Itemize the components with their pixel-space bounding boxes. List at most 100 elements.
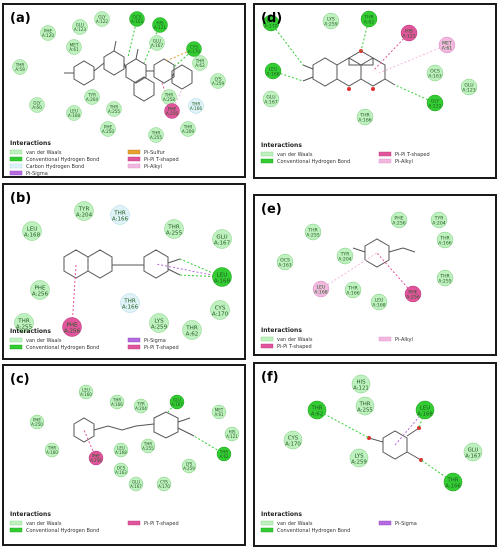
residue-disc xyxy=(262,14,280,32)
residue-disc xyxy=(133,398,149,414)
residue-disc xyxy=(360,10,378,28)
residue-name: TYR xyxy=(434,216,445,222)
residue-disc xyxy=(460,78,478,96)
residue-disc xyxy=(355,396,375,416)
residue-disc xyxy=(62,317,82,337)
residue-disc xyxy=(210,73,226,89)
residue-number: A:62 xyxy=(364,20,375,26)
residue-number: A:170 xyxy=(158,484,170,489)
residue-number: A:170 xyxy=(212,312,229,318)
residue-number: A:250 xyxy=(102,129,115,134)
legend-swatch xyxy=(127,344,141,350)
residue-name: THR xyxy=(359,113,370,119)
legend-label: Pi-Sigma xyxy=(395,521,417,527)
residue-number: A:168 xyxy=(115,450,127,455)
legend-title: Interactions xyxy=(261,511,302,518)
residue-number: A:250 xyxy=(31,422,43,427)
legend-label: Pi-Sulfur xyxy=(144,150,166,156)
residue-name: LEU xyxy=(269,67,278,73)
panel-e-label: (e) xyxy=(261,202,282,217)
legend-label: Carbon Hydrogen Bond xyxy=(26,164,84,170)
residue-name: THR xyxy=(191,102,201,107)
legend-swatch xyxy=(127,163,141,169)
residue-disc xyxy=(164,219,184,239)
residue-number: A:255 xyxy=(142,446,154,451)
residue-number: A:166 xyxy=(122,305,139,311)
ligand-a xyxy=(64,40,193,102)
panel-e-svg: PHEA:256TYRA:204THRA:255THRA:166TYRA:204… xyxy=(260,202,454,350)
residue-disc xyxy=(180,121,196,137)
residue-disc xyxy=(100,121,116,137)
residue-name: GLY xyxy=(431,99,440,105)
residue-disc xyxy=(400,24,418,42)
legend-swatch xyxy=(9,149,23,155)
residue-name: LEU xyxy=(70,109,78,114)
residue-disc xyxy=(164,103,180,119)
legend-label: Conventional Hydrogen Bond xyxy=(26,528,99,534)
residue-name: GLU xyxy=(153,39,161,44)
residue-disc xyxy=(356,108,374,126)
residue-name: OCS xyxy=(430,69,440,75)
legend-swatch xyxy=(260,151,274,157)
residue-disc xyxy=(88,450,104,466)
residue-name: GLU xyxy=(266,95,275,101)
legend-label: Conventional Hydrogen Bond xyxy=(26,345,99,351)
legend-swatch xyxy=(9,170,23,176)
residue-name: GLU xyxy=(468,448,479,454)
legend-swatch xyxy=(260,520,274,526)
residue-number: A:168 xyxy=(266,72,279,78)
residue-number: A:163 xyxy=(278,263,291,269)
residue-disc xyxy=(29,414,45,430)
legend-label: Pi-Sigma xyxy=(144,338,166,344)
residue-disc xyxy=(169,394,185,410)
residue-name: THR xyxy=(358,402,370,408)
legend-swatch xyxy=(127,156,141,162)
residue-disc xyxy=(44,442,60,458)
residue-name: LEU xyxy=(82,388,90,393)
residue-name: THR xyxy=(185,326,198,332)
panel-d-label: (d) xyxy=(261,11,282,26)
residue-disc xyxy=(148,127,164,143)
residue-number: A:259 xyxy=(183,466,195,471)
residue-number: A:61 xyxy=(442,46,453,52)
residue-number: A:259 xyxy=(212,81,225,86)
residue-name: MET xyxy=(70,43,79,48)
residue-name: LEU xyxy=(27,227,38,233)
residue-number: A:167 xyxy=(465,453,481,459)
residue-number: A:255 xyxy=(16,325,33,331)
residue-disc xyxy=(22,221,42,241)
residue-disc xyxy=(72,19,88,35)
residue-name: OCS xyxy=(117,466,126,471)
residue-number: A:60 xyxy=(32,105,42,110)
residue-name: LEU xyxy=(375,298,384,304)
residue-name: LYS xyxy=(354,454,364,460)
residue-disc xyxy=(181,458,197,474)
ligand-b xyxy=(63,249,181,279)
residue-number: A:166 xyxy=(111,402,123,407)
legend-label: van der Waals xyxy=(277,521,313,527)
residue-name: HIS xyxy=(156,21,163,26)
residue-number: A:259 xyxy=(151,325,168,331)
residue-disc xyxy=(128,476,144,492)
